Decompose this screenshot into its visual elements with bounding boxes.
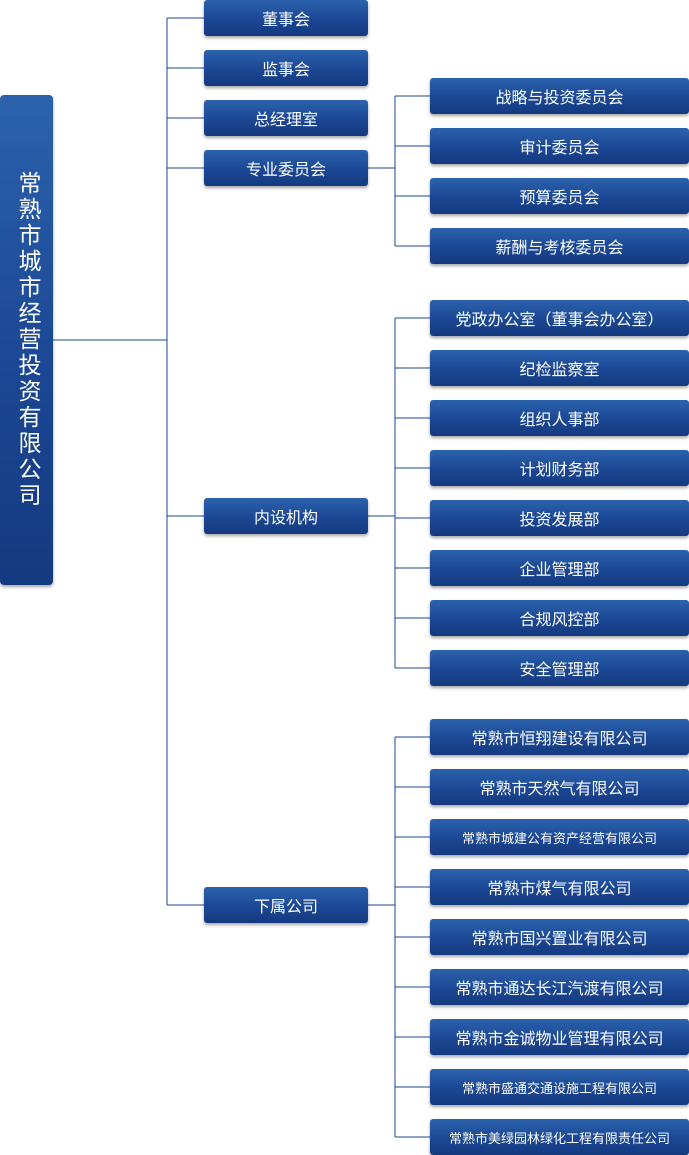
committee-box: 战略与投资委员会 bbox=[430, 78, 689, 114]
subsidiary-box: 常熟市美绿园林绿化工程有限责任公司 bbox=[430, 1119, 689, 1155]
node-label: 常熟市盛通交通设施工程有限公司 bbox=[461, 1081, 657, 1097]
node-label: 计划财务部 bbox=[519, 460, 600, 479]
node-label: 党政办公室（董事会办公室） bbox=[455, 310, 664, 329]
subsidiary-box: 常熟市国兴置业有限公司 bbox=[430, 919, 689, 955]
node-label: 下属公司 bbox=[253, 897, 318, 916]
board-of-supervisors-box: 监事会 bbox=[204, 50, 368, 86]
root-company-label: 常熟市城市经营投资有限公司 bbox=[14, 171, 40, 509]
committee-box: 预算委员会 bbox=[430, 178, 689, 214]
general-manager-office-box: 总经理室 bbox=[204, 100, 368, 136]
node-label: 常熟市国兴置业有限公司 bbox=[471, 929, 648, 948]
subsidiary-box: 常熟市通达长江汽渡有限公司 bbox=[430, 969, 689, 1005]
department-box: 合规风控部 bbox=[430, 600, 689, 636]
root-company-box: 常熟市城市经营投资有限公司 bbox=[0, 95, 53, 585]
node-label: 薪酬与考核委员会 bbox=[495, 238, 624, 257]
department-box: 投资发展部 bbox=[430, 500, 689, 536]
node-label: 常熟市金诚物业管理有限公司 bbox=[455, 1029, 664, 1048]
node-label: 监事会 bbox=[261, 60, 310, 79]
subsidiary-box: 常熟市金诚物业管理有限公司 bbox=[430, 1019, 689, 1055]
node-label: 总经理室 bbox=[253, 110, 318, 129]
department-box: 纪检监察室 bbox=[430, 350, 689, 386]
department-box: 安全管理部 bbox=[430, 650, 689, 686]
department-box: 企业管理部 bbox=[430, 550, 689, 586]
committee-box: 审计委员会 bbox=[430, 128, 689, 164]
node-label: 常熟市煤气有限公司 bbox=[487, 879, 632, 898]
node-label: 合规风控部 bbox=[519, 610, 600, 629]
subsidiaries-box: 下属公司 bbox=[204, 887, 368, 923]
board-of-directors-box: 董事会 bbox=[204, 0, 368, 36]
node-label: 战略与投资委员会 bbox=[495, 88, 624, 107]
node-label: 专业委员会 bbox=[245, 160, 326, 179]
node-label: 安全管理部 bbox=[519, 660, 600, 679]
node-label: 董事会 bbox=[261, 10, 310, 29]
node-label: 常熟市恒翔建设有限公司 bbox=[471, 729, 648, 748]
node-label: 内设机构 bbox=[253, 508, 318, 527]
special-committees-box: 专业委员会 bbox=[204, 150, 368, 186]
department-box: 党政办公室（董事会办公室） bbox=[430, 300, 689, 336]
subsidiary-box: 常熟市恒翔建设有限公司 bbox=[430, 719, 689, 755]
committee-box: 薪酬与考核委员会 bbox=[430, 228, 689, 264]
node-label: 纪检监察室 bbox=[519, 360, 600, 379]
node-label: 常熟市通达长江汽渡有限公司 bbox=[455, 979, 664, 998]
internal-departments-box: 内设机构 bbox=[204, 498, 368, 534]
node-label: 组织人事部 bbox=[519, 410, 600, 429]
node-label: 预算委员会 bbox=[519, 188, 600, 207]
node-label: 常熟市城建公有资产经营有限公司 bbox=[461, 831, 657, 847]
subsidiary-box: 常熟市煤气有限公司 bbox=[430, 869, 689, 905]
node-label: 企业管理部 bbox=[519, 560, 600, 579]
node-label: 常熟市美绿园林绿化工程有限责任公司 bbox=[448, 1131, 670, 1147]
department-box: 组织人事部 bbox=[430, 400, 689, 436]
subsidiary-box: 常熟市天然气有限公司 bbox=[430, 769, 689, 805]
department-box: 计划财务部 bbox=[430, 450, 689, 486]
subsidiary-box: 常熟市盛通交通设施工程有限公司 bbox=[430, 1069, 689, 1105]
subsidiary-box: 常熟市城建公有资产经营有限公司 bbox=[430, 819, 689, 855]
node-label: 审计委员会 bbox=[519, 138, 600, 157]
node-label: 常熟市天然气有限公司 bbox=[479, 779, 640, 798]
node-label: 投资发展部 bbox=[519, 510, 600, 529]
